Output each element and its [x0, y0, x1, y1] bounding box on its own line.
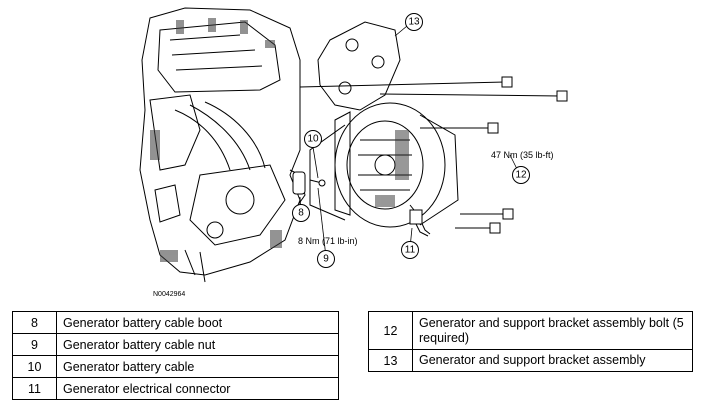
table-row: 10 Generator battery cable — [12, 355, 339, 378]
item-description: Generator electrical connector — [56, 377, 339, 400]
callout-9: 9 — [317, 250, 335, 268]
item-description: Generator and support bracket assembly — [412, 349, 693, 372]
table-row: 12 Generator and support bracket assembl… — [368, 311, 693, 350]
callout-10: 10 — [304, 130, 322, 148]
svg-text:10: 10 — [307, 134, 319, 145]
bolts-drawing — [299, 76, 568, 234]
callout-8: 8 — [292, 204, 310, 222]
item-description: Generator and support bracket assembly b… — [412, 311, 693, 350]
svg-text:13: 13 — [408, 17, 420, 28]
table-row: 11 Generator electrical connector — [12, 377, 339, 400]
item-number: 11 — [12, 377, 57, 400]
engine-shading — [150, 18, 282, 262]
table-row: 13 Generator and support bracket assembl… — [368, 349, 693, 372]
generator-shading — [375, 130, 409, 207]
item-number: 12 — [368, 311, 413, 350]
callout-11: 11 — [401, 241, 419, 259]
callout-12: 12 — [512, 166, 530, 184]
table-row: 8 Generator battery cable boot — [12, 311, 339, 334]
exploded-view-illustration: 13 10 12 8 11 9 47 Nm (35 lb-ft) 8 Nm (7… — [139, 7, 568, 298]
torque-label-9: 8 Nm (71 lb-in) — [298, 236, 358, 246]
item-number: 13 — [368, 349, 413, 372]
legend-table-right: 12 Generator and support bracket assembl… — [368, 311, 693, 372]
svg-text:12: 12 — [515, 170, 527, 181]
svg-text:11: 11 — [405, 245, 416, 256]
engine-drawing — [139, 7, 301, 283]
item-description: Generator battery cable nut — [56, 333, 339, 356]
figure-id: N0042964 — [153, 291, 185, 298]
generator-drawing — [309, 102, 459, 235]
callout-13: 13 — [405, 13, 423, 31]
item-description: Generator battery cable — [56, 355, 339, 378]
table-row: 9 Generator battery cable nut — [12, 333, 339, 356]
electrical-connector-drawing — [409, 209, 429, 237]
svg-text:8: 8 — [298, 208, 304, 219]
battery-cable-drawing — [289, 169, 326, 206]
item-number: 8 — [12, 311, 57, 334]
svg-text:9: 9 — [323, 254, 329, 265]
legend-table-left: 8 Generator battery cable boot 9 Generat… — [12, 311, 339, 400]
item-number: 9 — [12, 333, 57, 356]
item-number: 10 — [12, 355, 57, 378]
item-description: Generator battery cable boot — [56, 311, 339, 334]
torque-label-12: 47 Nm (35 lb-ft) — [491, 150, 554, 160]
support-bracket-drawing — [317, 21, 401, 111]
